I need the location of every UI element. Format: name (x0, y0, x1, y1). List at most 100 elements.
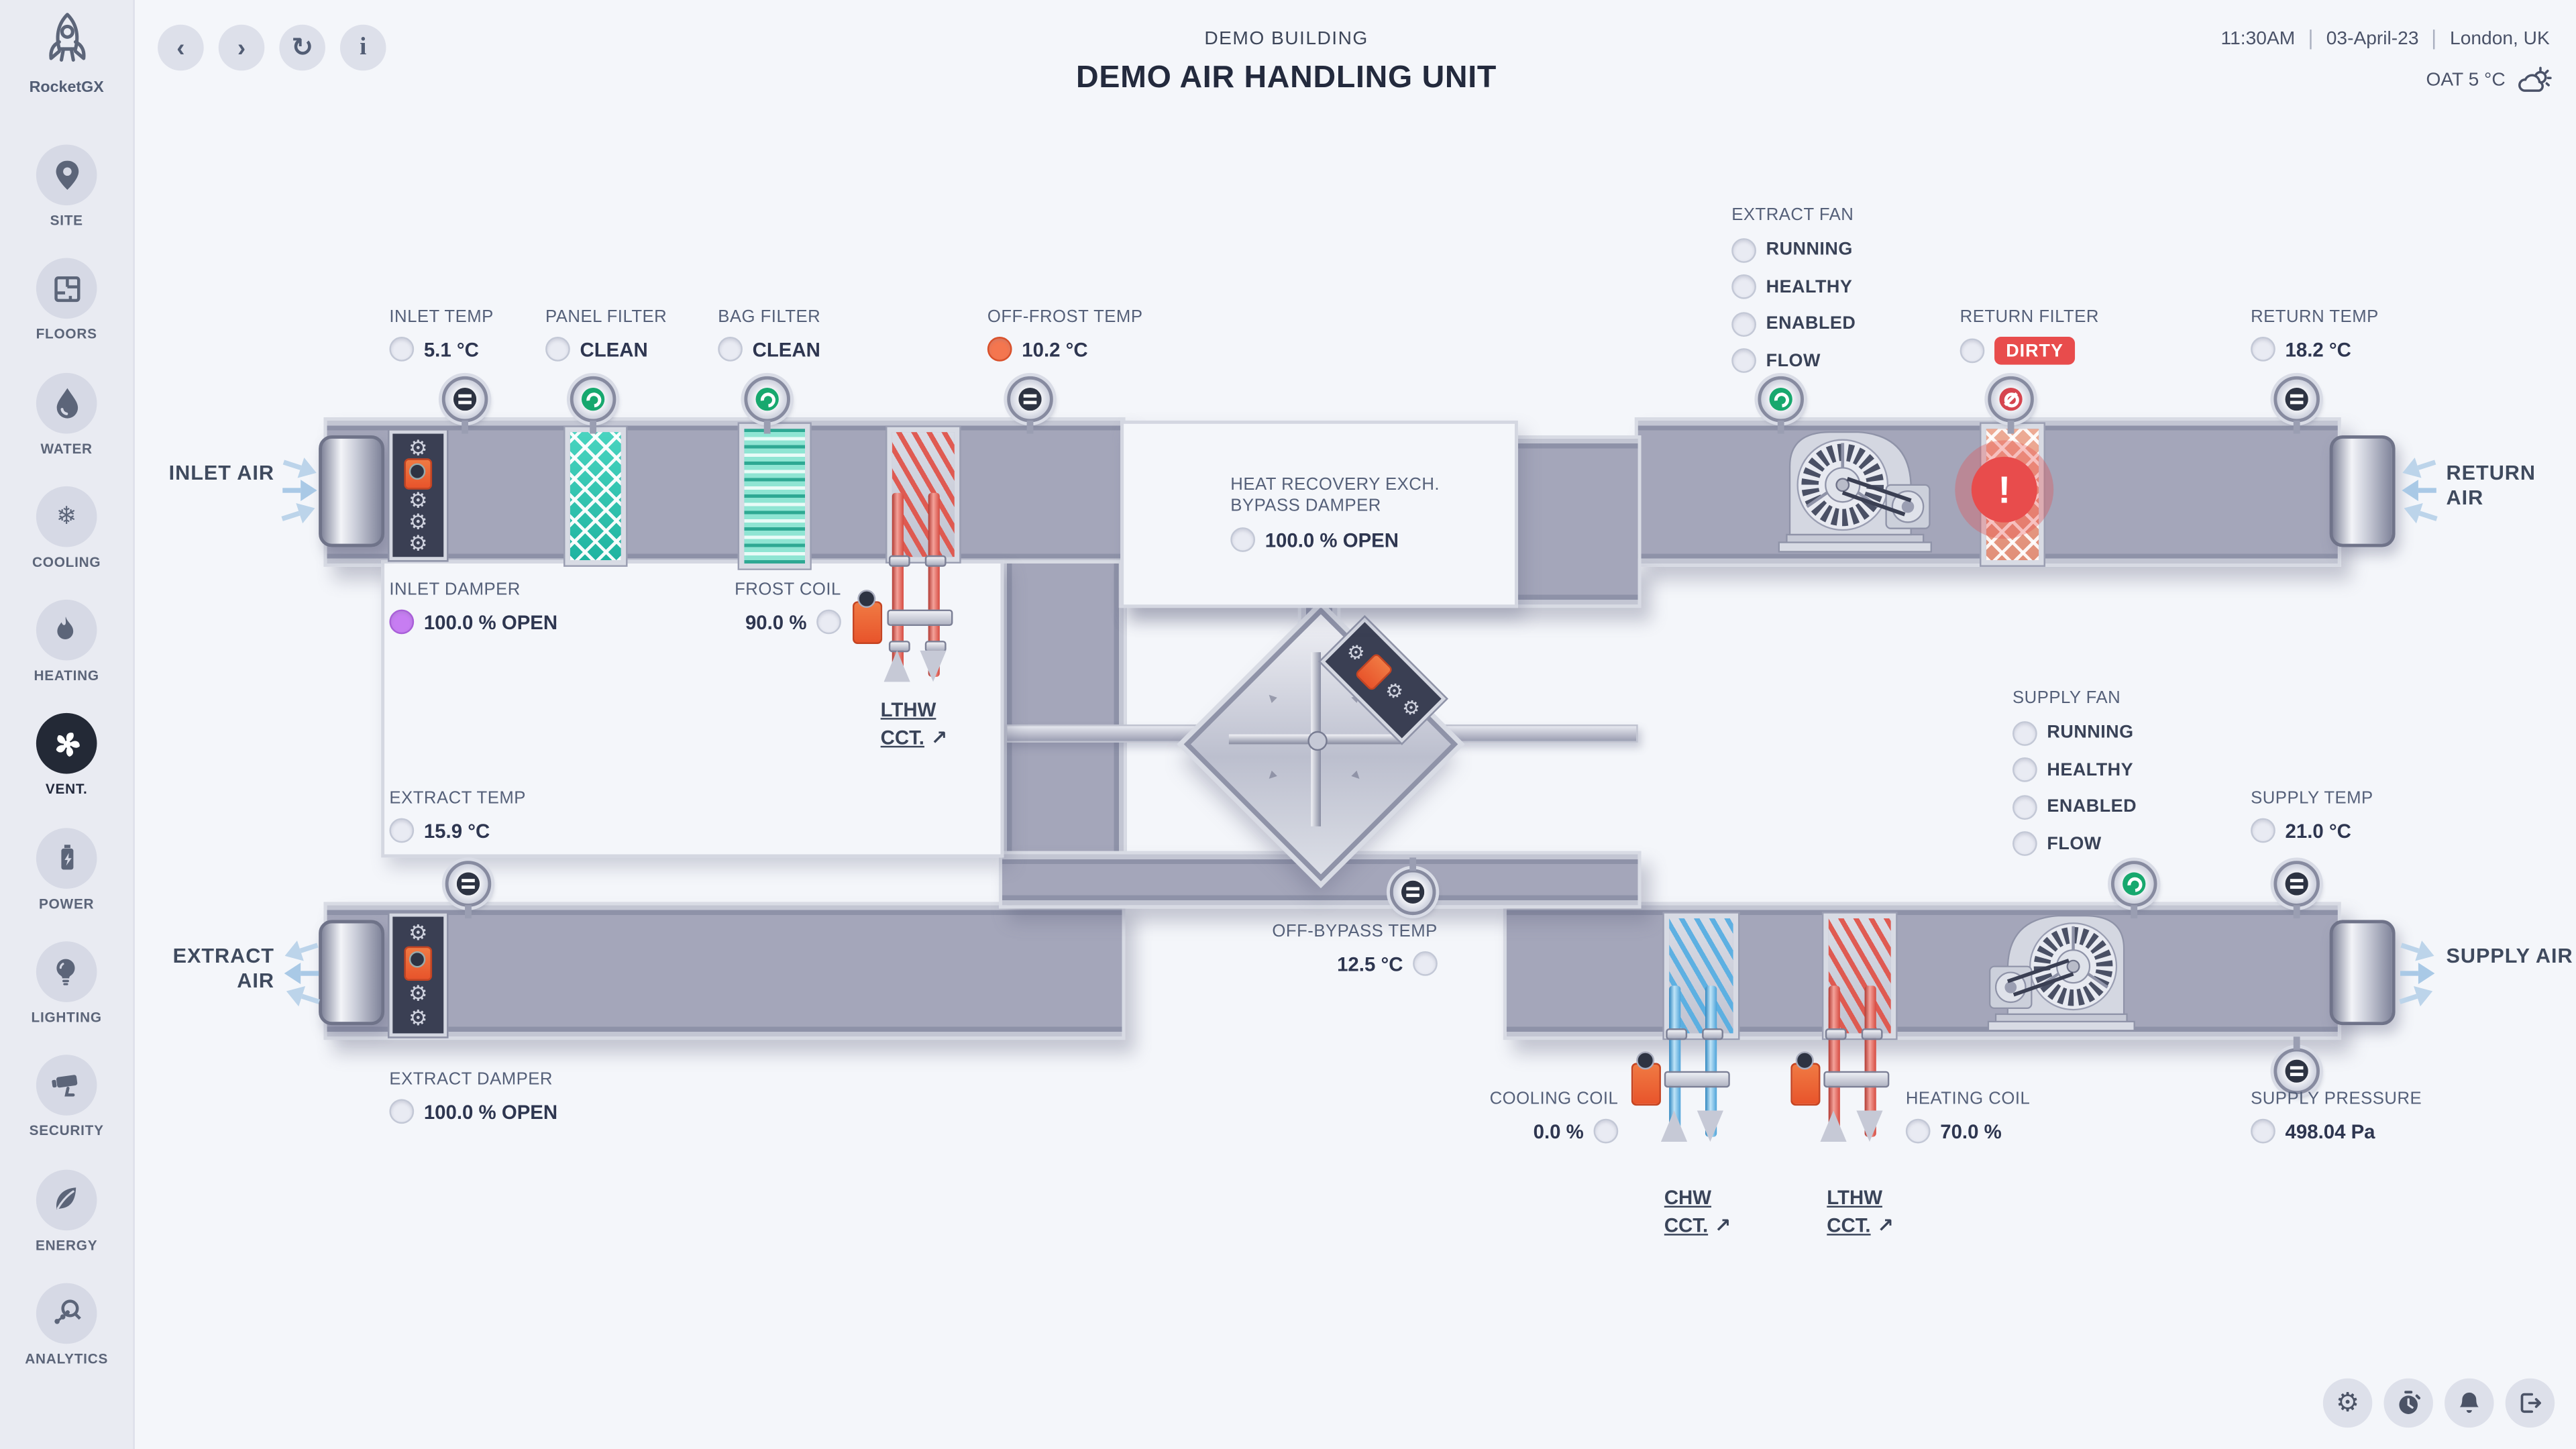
status-indicator (2012, 794, 2037, 819)
airflow-arrows-left (284, 941, 320, 1007)
sidebar-item-vent[interactable]: VENT. (36, 714, 97, 828)
sidebar-item-water[interactable]: WATER (36, 372, 97, 486)
back-button[interactable]: ‹ (158, 24, 204, 71)
gear-icon: ⚙ (408, 981, 428, 1006)
extract-air-label: EXTRACT AIR (172, 945, 274, 993)
info-icon: i (360, 34, 367, 60)
sidebar-item-floors[interactable]: FLOORS (36, 258, 97, 372)
heating-coil-valve (1823, 1071, 1890, 1088)
logout-button[interactable] (2505, 1378, 2555, 1428)
separator (2433, 30, 2436, 50)
sidebar-nav: SITE FLOORS WATER ❄ COOLING HEATING VENT… (0, 144, 133, 1397)
sidebar-item-power[interactable]: POWER (36, 827, 97, 942)
brand-label: RocketGX (29, 78, 104, 97)
analytics-icon (54, 1300, 80, 1325)
lthw-cct-link-frost[interactable]: LTHW CCT.↗ (880, 698, 948, 749)
sidebar-item-energy[interactable]: ENERGY (36, 1169, 97, 1283)
extract-fan-graphic (1778, 431, 1932, 553)
status-indicator (389, 818, 415, 843)
inlet-temp-sensor[interactable] (441, 376, 488, 434)
damper-actuator (404, 945, 433, 981)
pipe-arrow-down (1697, 1110, 1723, 1142)
sidebar-item-security[interactable]: SECURITY (30, 1055, 104, 1169)
heating-coil-pipe-flow (1828, 985, 1840, 1137)
info-button[interactable]: i (339, 24, 386, 71)
status-indicator (2251, 1118, 2275, 1144)
pipe-collar (1861, 1028, 1883, 1040)
battery-icon (60, 845, 73, 871)
status-indicator (1731, 311, 1756, 336)
frost-coil-pipe-flow (892, 492, 904, 677)
point-return-temp: RETURN TEMP 18.2 °C (2251, 307, 2379, 362)
point-supply-pressure: SUPPLY PRESSURE 498.04 Pa (2251, 1089, 2422, 1144)
extract-temp-sensor[interactable] (445, 861, 492, 918)
cooling-coil-valve-actuator (1631, 1051, 1661, 1106)
refresh-button[interactable]: ↻ (279, 24, 325, 71)
settings-button[interactable]: ⚙ (2322, 1378, 2373, 1428)
bag-filter-sensor[interactable] (744, 376, 790, 434)
supply-pressure-sensor[interactable] (2273, 1036, 2320, 1095)
extract-fan-flow-sensor[interactable] (1758, 376, 1804, 434)
sidebar-item-lighting[interactable]: LIGHTING (31, 941, 101, 1055)
panel-filter-sensor[interactable] (570, 376, 616, 434)
supply-opening (2329, 920, 2396, 1026)
supply-fan-flow-sensor[interactable] (2110, 861, 2157, 918)
return-air-label: RETURN AIR (2446, 462, 2536, 510)
supply-duct (1503, 902, 2341, 1040)
pipe-arrow-up (883, 650, 910, 682)
sidebar-item-site[interactable]: SITE (36, 144, 97, 259)
point-extract-damper: EXTRACT DAMPER 100.0 % OPEN (389, 1069, 558, 1124)
return-filter-sensor[interactable] (1988, 376, 2034, 434)
status-indicator (2251, 337, 2275, 362)
pipe-collar (1666, 1028, 1688, 1040)
dirty-filter-alert-icon[interactable]: ! (1971, 456, 2037, 523)
schedule-button[interactable] (2383, 1378, 2433, 1428)
gear-icon: ⚙ (408, 1006, 428, 1030)
inlet-damper-unit: ⚙ ⚙ ⚙ ⚙ (389, 430, 447, 561)
gear-icon: ⚙ (2336, 1389, 2360, 1418)
chevron-right-icon: › (237, 34, 246, 62)
droplet-icon (56, 388, 77, 419)
status-indicator (1731, 237, 1756, 262)
point-bag-filter: BAG FILTER CLEAN (718, 307, 821, 362)
status-indicator (389, 337, 415, 362)
pipe-arrow-up (1820, 1110, 1847, 1142)
point-inlet-temp: INLET TEMP 5.1 °C (389, 307, 494, 362)
status-indicator-orange (987, 337, 1012, 362)
status-indicator (718, 337, 743, 362)
sidebar-item-analytics[interactable]: ANALYTICS (25, 1283, 108, 1397)
flame-icon (58, 616, 74, 639)
panel-filter-element (565, 427, 627, 566)
supply-temp-sensor[interactable] (2273, 861, 2320, 918)
point-supply-temp: SUPPLY TEMP 21.0 °C (2251, 788, 2373, 843)
external-link-icon: ↗ (1714, 1214, 1731, 1238)
alarms-button[interactable] (2445, 1378, 2494, 1428)
status-indicator (1731, 274, 1756, 299)
status-indicator (389, 1099, 415, 1124)
heat-recovery-panel (1120, 420, 1518, 608)
point-off-frost-temp: OFF-FROST TEMP 10.2 °C (987, 307, 1143, 362)
partly-cloudy-icon (2518, 66, 2552, 92)
forward-button[interactable]: › (218, 24, 265, 71)
off-bypass-temp-sensor[interactable] (1389, 857, 1436, 916)
status-indicator (1960, 338, 1985, 364)
off-frost-temp-sensor[interactable] (1007, 376, 1053, 434)
chw-cct-link[interactable]: CHW CCT.↗ (1664, 1186, 1731, 1238)
location-text: London, UK (2450, 30, 2550, 50)
cooling-coil-pipe-flow (1669, 985, 1681, 1137)
return-temp-sensor[interactable] (2273, 376, 2320, 434)
sidebar-item-cooling[interactable]: ❄ COOLING (32, 486, 101, 600)
gear-icon: ⚙ (1396, 693, 1426, 722)
hx-hub (1307, 731, 1328, 751)
separator (2310, 30, 2312, 50)
sidebar: RocketGX SITE FLOORS WATER ❄ COOLING HEA… (0, 0, 135, 1449)
point-extract-fan: EXTRACT FAN RUNNING HEALTHY ENABLED FLOW (1731, 205, 1856, 373)
sidebar-item-heating[interactable]: HEATING (34, 600, 99, 714)
gear-icon: ⚙ (408, 488, 428, 513)
inlet-air-label: INLET AIR (168, 462, 274, 485)
pipe-collar (888, 555, 910, 567)
lthw-cct-link-heating[interactable]: LTHW CCT.↗ (1827, 1186, 1894, 1238)
point-cooling-coil: COOLING COIL 0.0 % (1489, 1089, 1619, 1144)
point-inlet-damper: INLET DAMPER 100.0 % OPEN (389, 580, 558, 635)
pin-icon (55, 160, 78, 189)
